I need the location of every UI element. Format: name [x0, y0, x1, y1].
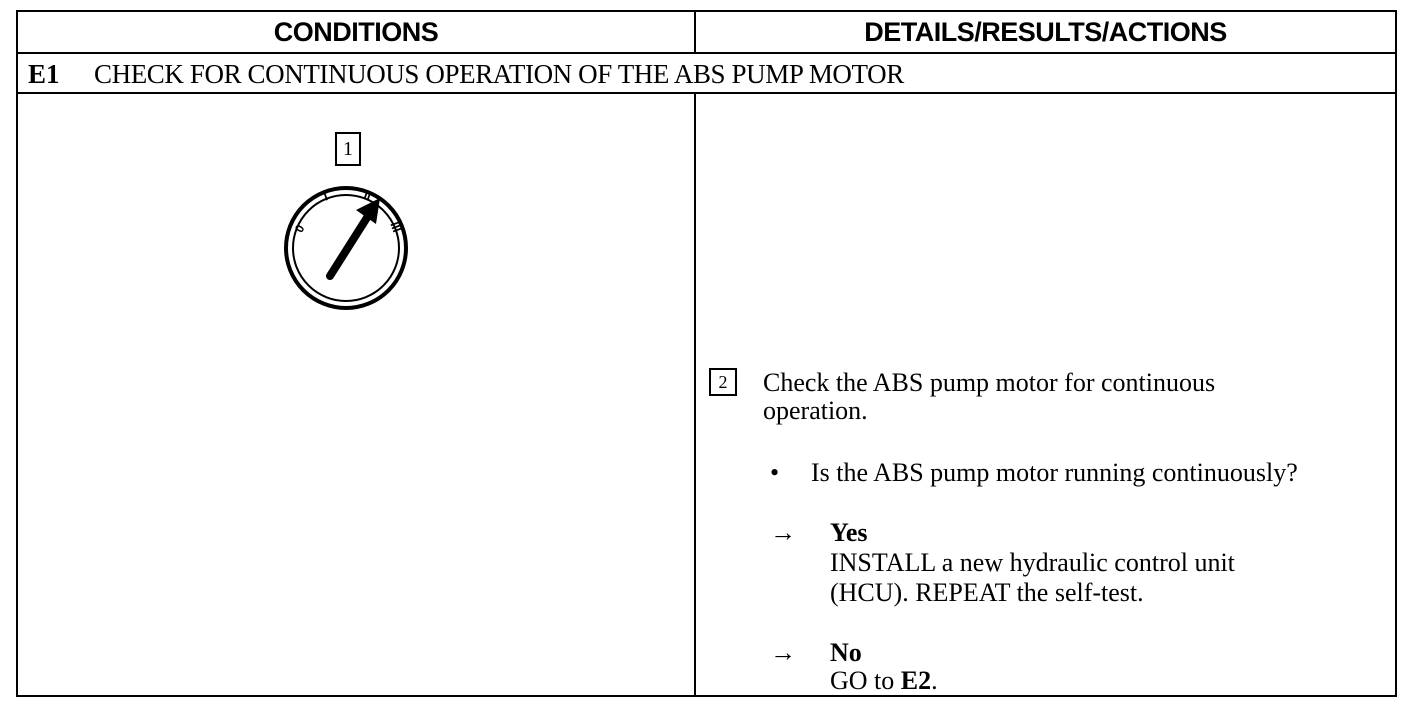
condition-box-1: 1 [335, 132, 361, 166]
details-box-2: 2 [709, 368, 737, 396]
yes-action-line-2: (HCU). REPEAT the self-test. [830, 578, 1144, 607]
diagnostic-table: CONDITIONS DETAILS/RESULTS/ACTIONS E1 CH… [16, 10, 1397, 697]
yes-action-line-1: INSTALL a new hydraulic control unit [830, 548, 1235, 577]
details-header: DETAILS/RESULTS/ACTIONS [864, 16, 1227, 47]
question-bullet: • [770, 458, 780, 487]
step-title: CHECK FOR CONTINUOUS OPERATION OF THE AB… [94, 59, 904, 89]
instruction-line-1: Check the ABS pump motor for continuous [763, 368, 1216, 397]
yes-arrow: → [770, 518, 796, 547]
position-3-label: III [387, 220, 404, 234]
yes-label: Yes [830, 518, 868, 547]
no-arrow: → [770, 638, 796, 667]
ignition-switch-icon: 0 I II III [282, 180, 418, 312]
instruction-line-2: operation. [763, 396, 868, 425]
no-action: GO to E2. [830, 666, 938, 696]
no-action-prefix: GO to [830, 666, 901, 695]
conditions-header: CONDITIONS [18, 12, 696, 52]
position-1-label: I [322, 189, 330, 203]
position-2-label: II [362, 188, 373, 203]
no-label: No [830, 638, 862, 667]
table-header: CONDITIONS DETAILS/RESULTS/ACTIONS [18, 12, 1395, 54]
no-action-suffix: . [931, 666, 938, 695]
question-text: Is the ABS pump motor running continuous… [811, 458, 1298, 487]
column-divider [694, 94, 696, 697]
step-title-row: E1 CHECK FOR CONTINUOUS OPERATION OF THE… [18, 54, 1395, 94]
step-id: E1 [28, 59, 60, 89]
no-action-target: E2 [900, 666, 932, 695]
